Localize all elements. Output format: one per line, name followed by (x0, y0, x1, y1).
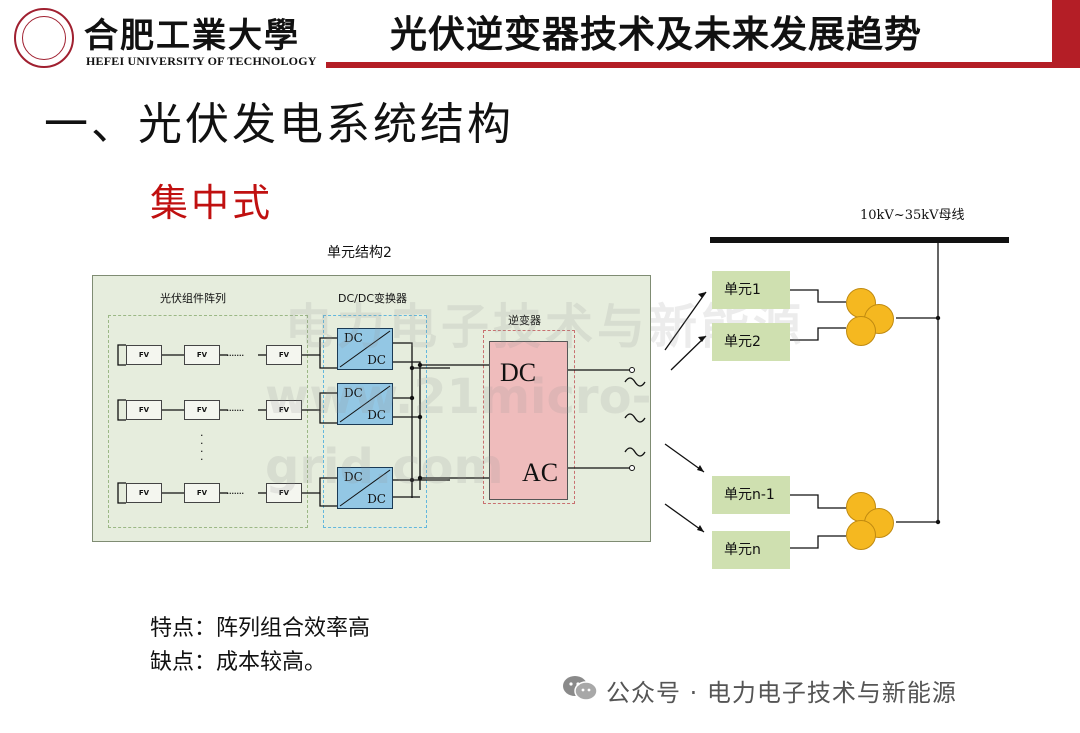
inverter-dc-label: DC (500, 358, 537, 387)
notes: 特点：阵列组合效率高 缺点：成本较高。 (150, 612, 370, 680)
footer-source: 公众号 · 电力电子技术与新能源 (606, 679, 957, 707)
fv-module: FV (266, 345, 302, 365)
fv-ellipsis: ······· (226, 487, 245, 500)
fv-ellipsis: ······· (226, 349, 245, 362)
university-seal-logo (14, 8, 74, 68)
watermark: 电力电子技术与新能源 www.21micro-grid.com (265, 299, 806, 495)
transformer-winding (846, 316, 876, 346)
pv-array-label: 光伏组件阵列 (160, 292, 226, 305)
pv-array-group (108, 315, 308, 528)
dcdc-label: DC/DC变换器 (338, 292, 408, 305)
sub-title: 集中式 (150, 181, 274, 225)
wechat-icon (563, 676, 598, 701)
inverter-group (483, 330, 575, 504)
slide-title: 光伏逆变器技术及未来发展趋势 (390, 13, 922, 56)
section-title: 一、光伏发电系统结构 (44, 99, 514, 150)
unit-box-n-1: 单元n-1 (712, 476, 790, 514)
fv-module: FV (126, 483, 162, 503)
fv-module: FV (184, 483, 220, 503)
busbar (710, 237, 1009, 243)
unit-box-1: 单元1 (712, 271, 790, 309)
fv-module: FV (126, 400, 162, 420)
inverter-ac-label: AC (522, 458, 559, 487)
fv-module: FV (184, 400, 220, 420)
header-red-rule (326, 62, 1080, 68)
fv-ellipsis: ······· (226, 404, 245, 417)
fv-module: FV (126, 345, 162, 365)
inverter-label: 逆变器 (508, 314, 541, 327)
inverter-block (489, 341, 568, 500)
feature-note: 特点：阵列组合效率高 (150, 616, 371, 641)
unit-structure-label: 单元结构2 (327, 245, 392, 261)
unit-box-2: 单元2 (712, 323, 790, 361)
header-red-block (1052, 0, 1080, 62)
fv-module: FV (266, 483, 302, 503)
drawback-note: 缺点：成本较高。 (150, 650, 327, 675)
fv-module: FV (266, 400, 302, 420)
unit-box-n: 单元n (712, 531, 790, 569)
row-ellipsis: · · · · (200, 429, 204, 466)
university-name-cn: 合肥工業大學 (84, 16, 300, 56)
bus-label: 10kV~35kV母线 (860, 208, 965, 223)
university-name-en: HEFEI UNIVERSITY OF TECHNOLOGY (86, 54, 317, 68)
dcdc-group (323, 315, 427, 528)
fv-module: FV (184, 345, 220, 365)
transformer-winding (846, 520, 876, 550)
